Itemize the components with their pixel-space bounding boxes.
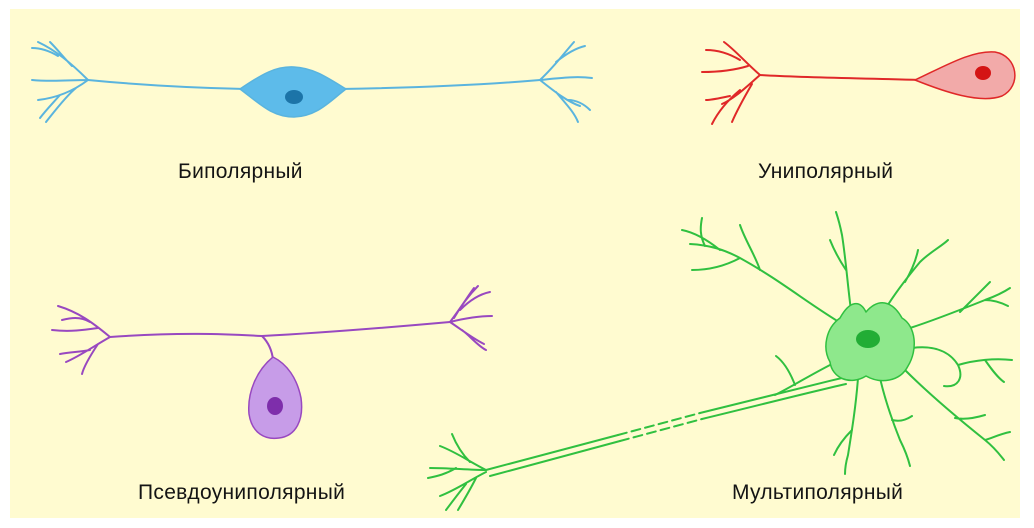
- label-unipolar: Униполярный: [758, 160, 893, 184]
- bipolar-neuron-icon: [32, 42, 592, 122]
- unipolar-neuron-icon: [702, 42, 1015, 124]
- label-multipolar: Мультиполярный: [732, 481, 903, 505]
- pseudounipolar-neuron-icon: [52, 286, 492, 438]
- label-bipolar: Биполярный: [178, 160, 303, 184]
- label-pseudounipolar: Псевдоуниполярный: [138, 481, 345, 505]
- multipolar-neuron-icon: [428, 212, 1012, 510]
